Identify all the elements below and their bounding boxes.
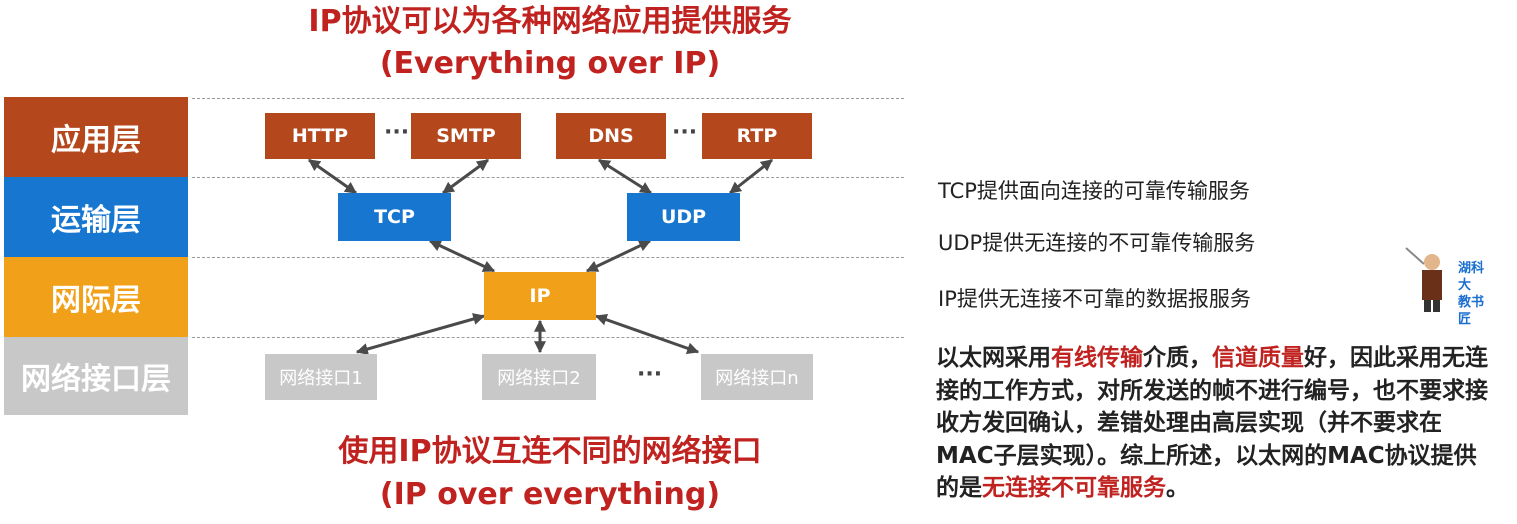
top-title-line1: IP协议可以为各种网络应用提供服务	[308, 4, 792, 39]
protocol-http: HTTP	[265, 113, 375, 159]
bottom-title-line2: (IP over everything)	[379, 477, 721, 512]
layer-application: 应用层	[4, 97, 188, 177]
layer-separator	[192, 337, 904, 338]
arrow-smtp-tcp	[442, 158, 489, 195]
layer-internet: 网际层	[4, 257, 188, 337]
watermark-text: 湖科大 教书匠	[1458, 260, 1494, 328]
protocol-ip: IP	[484, 272, 596, 320]
highlight-connectionless-unreliable: 无连接不可靠服务	[982, 475, 1166, 501]
watermark: 湖科大 教书匠	[1404, 244, 1494, 327]
note-ip: IP提供无连接不可靠的数据报服务	[938, 287, 1251, 311]
protocol-tcp: TCP	[338, 193, 451, 241]
para-text: 介质，	[1143, 345, 1212, 371]
highlight-channel-quality: 信道质量	[1212, 345, 1304, 371]
ethernet-paragraph: 以太网采用有线传输介质，信道质量好，因此采用无连接的工作方式，对所发送的帧不进行…	[936, 342, 1496, 505]
highlight-wired: 有线传输	[1051, 345, 1143, 371]
watermark-line1: 湖科大	[1458, 261, 1485, 293]
protocol-dns: DNS	[556, 113, 666, 159]
ellipsis: ···	[672, 120, 698, 145]
network-interface-n: 网络接口n	[701, 354, 813, 400]
para-text: 以太网采用	[936, 345, 1051, 371]
layer-separator	[192, 98, 904, 99]
para-text: 好，因此采用无连接的工作方式，对所发送的帧不进行编号，也不要求接收方发回确认，差…	[936, 345, 1488, 469]
network-interface-2: 网络接口2	[482, 354, 596, 400]
arrow-udp-ip	[585, 239, 652, 273]
note-udp: UDP提供无连接的不可靠传输服务	[938, 231, 1256, 255]
protocol-smtp: SMTP	[411, 113, 521, 159]
network-interface-1: 网络接口1	[265, 354, 377, 400]
note-tcp: TCP提供面向连接的可靠传输服务	[938, 179, 1250, 203]
arrow-tcp-ip	[428, 239, 496, 273]
watermark-line2: 教书匠	[1458, 295, 1485, 327]
layer-transport: 运输层	[4, 177, 188, 257]
arrow-ip-if1	[355, 313, 486, 355]
layer-network-interface: 网络接口层	[4, 337, 188, 415]
ellipsis: ···	[637, 362, 663, 387]
arrow-ip-ifn	[594, 313, 700, 355]
para-text: MAC协议提供的是	[936, 442, 1477, 502]
ellipsis: ···	[384, 120, 410, 145]
layer-separator	[192, 177, 904, 178]
bottom-title-line1: 使用IP协议互连不同的网络接口	[338, 434, 762, 469]
arrow-http-tcp	[308, 158, 357, 195]
top-title-line2: (Everything over IP)	[379, 46, 721, 81]
arrow-rtp-udp	[729, 158, 773, 195]
protocol-rtp: RTP	[702, 113, 812, 159]
protocol-udp: UDP	[627, 193, 740, 241]
para-text: 。	[1166, 475, 1189, 501]
layer-separator	[192, 257, 904, 258]
arrow-dns-udp	[597, 158, 653, 195]
teacher-figure-icon	[1405, 247, 1442, 312]
